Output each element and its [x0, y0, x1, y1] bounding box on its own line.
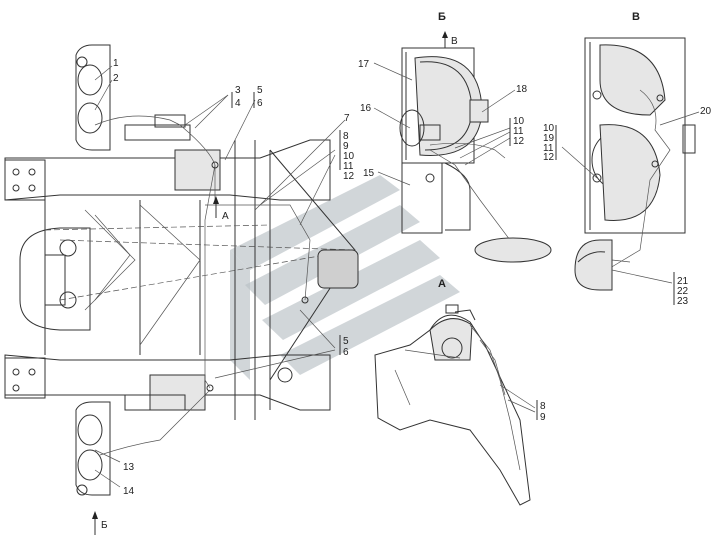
- callout-9b: 9: [540, 412, 546, 423]
- callout-5a: 5: [257, 85, 263, 96]
- callout-22: 22: [677, 286, 689, 297]
- callout-6b: 6: [343, 347, 349, 358]
- callout-12a: 12: [343, 171, 355, 182]
- callout-20: 20: [700, 106, 712, 117]
- chassis-frame: [4, 114, 359, 420]
- view-arrow-b: [92, 511, 98, 535]
- rear-lamp-lower: [75, 401, 111, 496]
- callout-9a: 9: [343, 141, 349, 152]
- view-a-bracket-assembly: [374, 304, 531, 506]
- view-b-title: Б: [438, 11, 446, 23]
- callout-8b: 8: [540, 401, 546, 412]
- callout-21: 21: [677, 276, 689, 287]
- callout-6a: 6: [257, 98, 263, 109]
- callout-15: 15: [363, 168, 375, 179]
- view-b-lamp-assembly: [399, 47, 552, 263]
- callout-10a: 10: [343, 151, 355, 162]
- callout-17: 17: [358, 59, 370, 70]
- callout-11c: 11: [543, 143, 554, 154]
- callout-8a: 8: [343, 131, 349, 142]
- callout-14: 14: [123, 486, 135, 497]
- callout-2: 2: [113, 73, 119, 84]
- callout-16: 16: [360, 103, 372, 114]
- leader-lines-view-b: [373, 62, 516, 186]
- view-arrow-a: [213, 196, 219, 218]
- callout-4: 4: [235, 98, 241, 109]
- rear-lamp-upper: [75, 44, 111, 151]
- view-v-title: В: [632, 11, 640, 23]
- view-b-arrow-label: В: [451, 36, 458, 47]
- view-arrow-a-label: А: [222, 211, 229, 222]
- callout-19: 19: [543, 133, 555, 144]
- callout-23: 23: [677, 296, 689, 307]
- wiring-harness-main: [94, 115, 311, 456]
- callout-3: 3: [235, 85, 241, 96]
- callout-10b: 10: [513, 116, 525, 127]
- callout-5b: 5: [343, 336, 349, 347]
- callout-12b: 12: [513, 136, 525, 147]
- callout-12c: 12: [543, 152, 555, 163]
- callout-10c: 10: [543, 123, 555, 134]
- leader-lines-main: [94, 65, 346, 488]
- callout-1: 1: [113, 58, 119, 69]
- callout-7: 7: [344, 113, 350, 124]
- callout-18: 18: [516, 84, 528, 95]
- view-a-title: А: [438, 278, 446, 290]
- view-arrow-b-label: Б: [101, 520, 108, 531]
- callout-11b: 11: [513, 126, 524, 137]
- leader-lines-view-a: [499, 384, 538, 420]
- callout-13: 13: [123, 462, 135, 473]
- callout-11a: 11: [343, 161, 354, 172]
- leader-lines-view-v: [555, 111, 700, 305]
- view-v-lamp-assembly: [574, 37, 696, 291]
- view-b-arrow: [442, 31, 448, 48]
